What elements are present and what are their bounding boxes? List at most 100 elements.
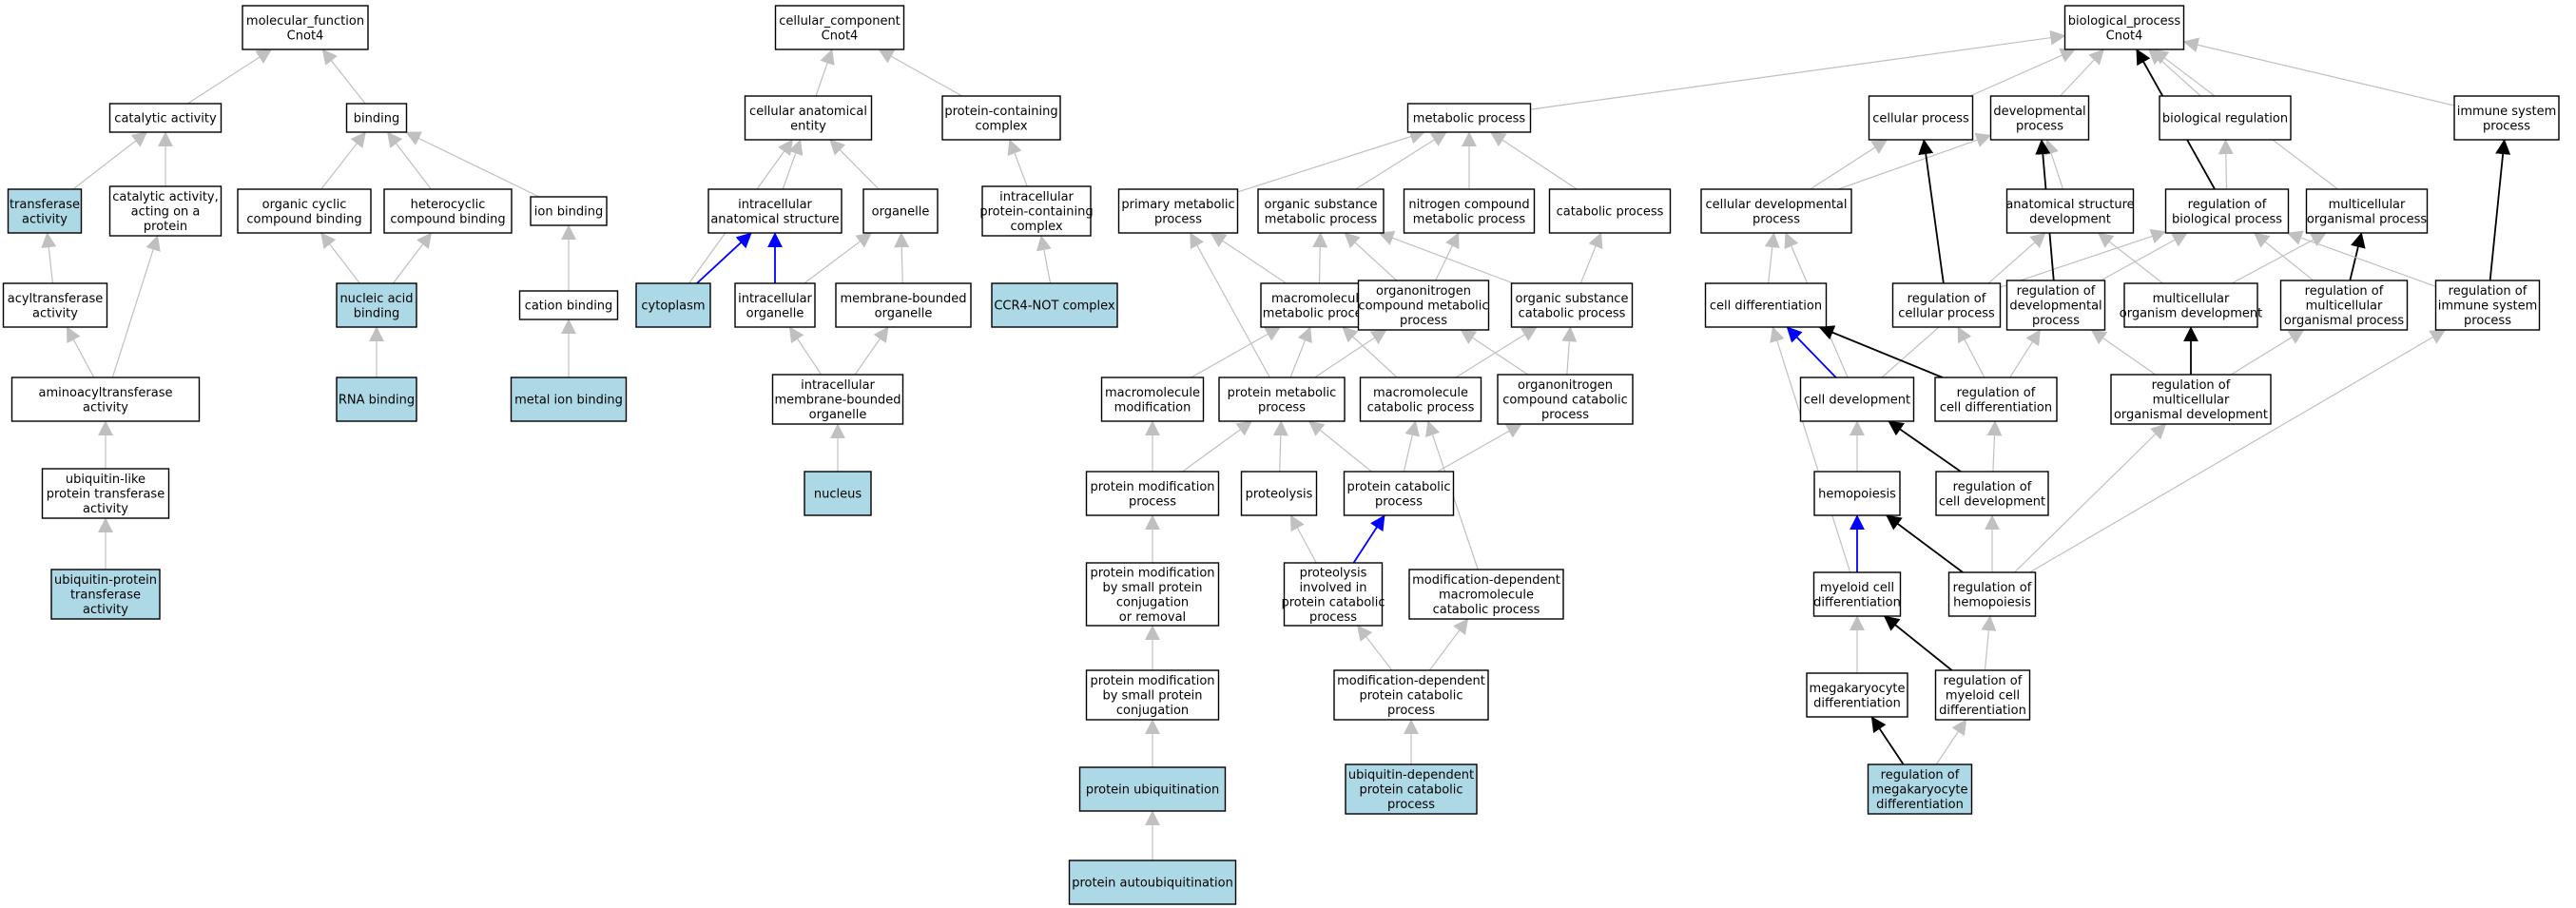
node-box — [1218, 377, 1346, 422]
node-label-line: protein autoubiquitination — [1072, 877, 1233, 891]
node-box — [242, 5, 369, 50]
node-label-line: activity — [83, 502, 128, 516]
node-label-line: protein metabolic — [1228, 386, 1337, 400]
node-label-line: intracellular — [738, 198, 812, 212]
node-label-line: metal ion binding — [514, 394, 623, 408]
node-label-line: cation binding — [525, 299, 613, 314]
node-label-line: cellular anatomical — [749, 105, 867, 119]
edge-is-a-acyltrans-to-transferase — [41, 232, 57, 284]
node-label-line: aminoacyltransferase — [39, 386, 173, 400]
node-label-line: regulation of — [1881, 768, 1960, 782]
node-label-line: process — [1375, 494, 1423, 509]
node-label-line: differentiation — [1813, 595, 1901, 609]
node-box — [2434, 280, 2541, 331]
node-label-line: organonitrogen — [1376, 284, 1471, 299]
node-box — [1934, 669, 2031, 721]
node-box — [941, 95, 1061, 141]
edge-is-a-protmet-to-orgnitmet — [1314, 329, 1387, 378]
node-box — [1704, 282, 1828, 328]
node-label-line: metabolic process — [1413, 112, 1526, 126]
node-label-line: metabolic process — [1413, 212, 1526, 226]
edge-is-a-regcelldiff-to-regcell — [1957, 326, 1985, 378]
node-box — [635, 282, 711, 328]
node-label-line: differentiation — [1876, 798, 1964, 812]
node-label-line: process — [1129, 494, 1176, 509]
edge-is-a-multidev-to-multiorg — [2231, 232, 2327, 284]
node-label-line: Cnot4 — [822, 29, 859, 43]
node-box — [1497, 374, 1634, 425]
node-box — [510, 377, 628, 422]
node-box — [1403, 188, 1536, 234]
node-label-line: cytoplasm — [641, 299, 705, 314]
node-box — [2305, 188, 2429, 234]
node-label-line: regulation of — [2449, 284, 2528, 299]
edge-is-a-bioreg-to-bp — [2148, 48, 2201, 97]
node-label-line: developmental — [1993, 105, 2085, 119]
node-label-line: anatomical structure — [710, 212, 839, 226]
go-term-node-catab: catabolic process — [1548, 188, 1672, 234]
node-label-line: hemopoiesis — [1953, 595, 2031, 609]
node-label-line: intracellular — [801, 378, 875, 393]
node-label-line: process — [1387, 798, 1435, 812]
go-term-node-protautoubiq: protein autoubiquitination — [1068, 860, 1237, 905]
node-box — [336, 377, 417, 422]
edge-is-a-moddepprot-to-moddepmac — [1428, 618, 1469, 671]
node-box — [2279, 280, 2409, 331]
edge-is-a-protcat-to-orgnitcat — [1437, 423, 1522, 473]
edge-is-a-imbo-to-iorg — [788, 326, 823, 376]
edge-regulates-regmyeloid-to-myeloid — [1884, 615, 1953, 671]
node-label-line: catabolic process — [1557, 205, 1664, 220]
node-label-line: immune system — [2438, 299, 2538, 314]
node-box — [1510, 282, 1634, 328]
node-box — [744, 95, 873, 141]
node-label-line: by small protein — [1102, 689, 1202, 704]
edge-is-a-metab-to-bp — [1530, 29, 2066, 110]
node-label-line: conjugation — [1116, 595, 1189, 609]
node-box — [41, 468, 170, 519]
node-label-line: process — [1387, 704, 1435, 718]
edge-is-a-regmega-to-regmyeloid — [1935, 719, 1967, 765]
node-label-line: regulation of — [2188, 198, 2267, 212]
edge-is-a-asdev-to-devproc — [2043, 139, 2064, 190]
edge-is-a-maccat-to-macmet — [1342, 326, 1398, 378]
node-box — [2110, 374, 2272, 425]
go-term-node-cytoplasm: cytoplasm — [635, 282, 711, 328]
go-term-node-binding: binding — [345, 103, 408, 133]
edge-is-a-cae-to-cc — [815, 48, 835, 97]
node-label-line: process — [1154, 212, 1202, 226]
node-box — [835, 282, 972, 328]
edge-is-a-regcell-to-regbio — [2000, 228, 2167, 288]
node-label-line: organelle — [809, 408, 867, 422]
go-term-node-ccr4: CCR4-NOT complex — [991, 282, 1118, 328]
node-label-line: metabolic process — [1265, 212, 1378, 226]
edge-is-a-ias-to-cae — [782, 139, 804, 190]
node-box — [707, 188, 843, 234]
node-label-line: hemopoiesis — [1818, 488, 1896, 502]
node-label-line: anatomical structure — [2005, 198, 2134, 212]
node-label-line: primary metabolic — [1121, 198, 1234, 212]
node-label-line: organelle — [872, 205, 930, 220]
edge-is-a-reghemo-to-regmultidev — [2014, 423, 2167, 573]
edge-is-a-myeloid-to-celldiff — [1770, 326, 1851, 573]
go-term-node-cellproc: cellular process — [1868, 95, 1974, 141]
edge-is-a-regmultidev-to-regdev — [2090, 329, 2157, 376]
node-label-line: ubiquitin-dependent — [1348, 768, 1474, 782]
node-label-line: modification — [1114, 400, 1191, 415]
node-box — [1257, 188, 1385, 234]
node-box — [1799, 377, 1915, 422]
